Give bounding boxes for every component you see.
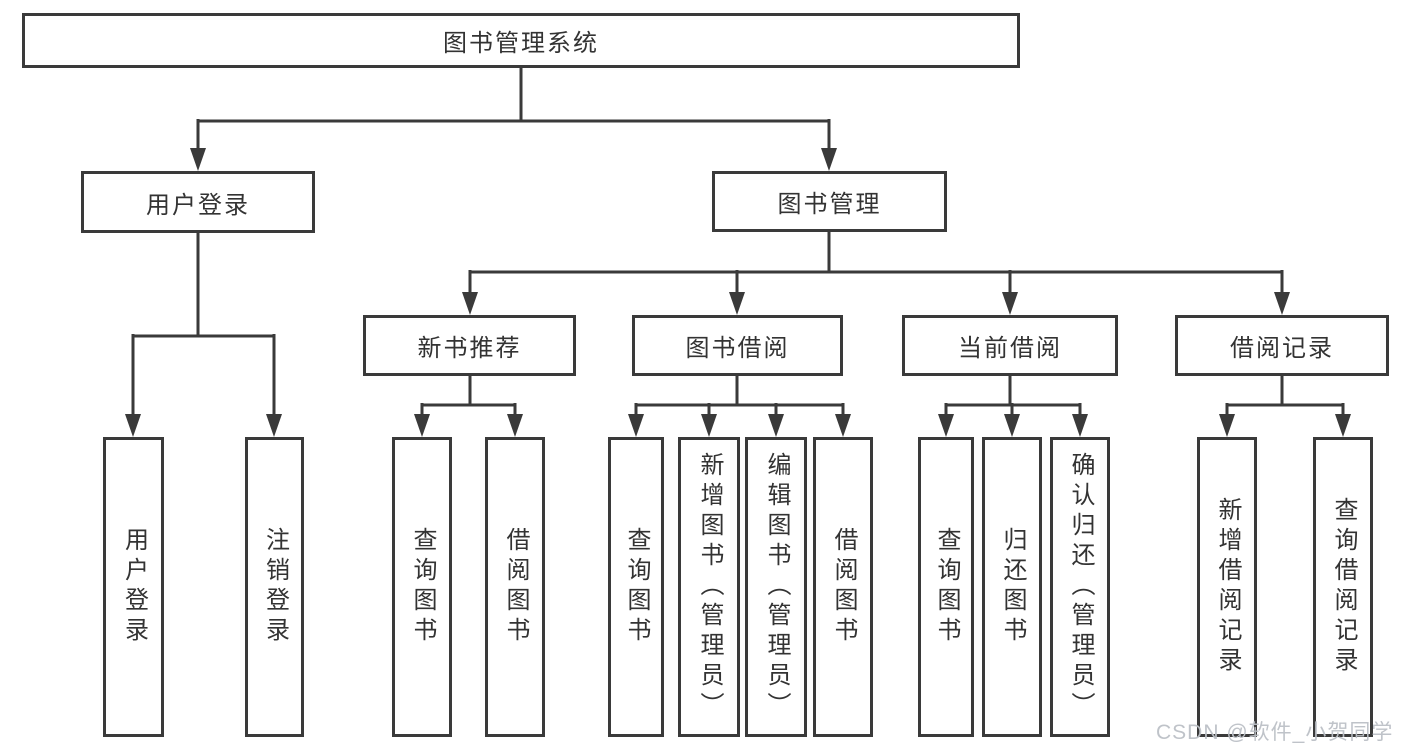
node-new-book-recommend: 新书推荐 — [363, 315, 576, 376]
leaf-borrow-book: 借阅图书 — [813, 437, 873, 737]
node-library-system-label: 图书管理系统 — [443, 30, 599, 57]
leaf-query-book-borrow: 查询图书 — [608, 437, 664, 737]
leaf-borrow-book-recommend-label: 借阅图书 — [502, 527, 529, 647]
node-book-management: 图书管理 — [712, 171, 947, 232]
connector-book-mgmt-to-level3 — [462, 232, 1290, 315]
leaf-query-borrow-record: 查询借阅记录 — [1313, 437, 1373, 737]
leaf-add-book-admin-label: 新增图书（管理员） — [696, 452, 723, 722]
leaf-add-book-admin: 新增图书（管理员） — [678, 437, 740, 737]
leaf-query-book-recommend: 查询图书 — [392, 437, 452, 737]
leaf-borrow-book-label: 借阅图书 — [830, 527, 857, 647]
leaf-borrow-book-recommend: 借阅图书 — [485, 437, 545, 737]
leaf-add-borrow-record-label: 新增借阅记录 — [1214, 497, 1241, 677]
node-borrow-record: 借阅记录 — [1175, 315, 1389, 376]
node-borrow-record-label: 借阅记录 — [1230, 335, 1334, 362]
node-book-borrow-label: 图书借阅 — [685, 335, 790, 362]
leaf-confirm-return-admin: 确认归还（管理员） — [1050, 437, 1110, 737]
node-user-login-label: 用户登录 — [146, 191, 250, 219]
node-book-management-label: 图书管理 — [777, 191, 882, 218]
node-book-borrow: 图书借阅 — [632, 315, 843, 376]
connector-user-login-branch — [125, 233, 282, 437]
leaf-edit-book-admin: 编辑图书（管理员） — [745, 437, 807, 737]
node-current-borrow: 当前借阅 — [902, 315, 1118, 376]
leaf-logout: 注销登录 — [245, 437, 304, 737]
leaf-return-book: 归还图书 — [982, 437, 1042, 737]
node-library-system: 图书管理系统 — [22, 13, 1020, 68]
leaf-user-login-label: 用户登录 — [120, 527, 148, 647]
connector-new-book-branch — [414, 376, 523, 437]
node-user-login: 用户登录 — [81, 171, 315, 233]
leaf-query-book-current-label: 查询图书 — [933, 527, 960, 647]
leaf-query-borrow-record-label: 查询借阅记录 — [1330, 497, 1357, 677]
leaf-query-book-borrow-label: 查询图书 — [623, 527, 650, 647]
leaf-return-book-label: 归还图书 — [999, 527, 1026, 647]
connector-current-borrow-branch — [938, 376, 1088, 437]
connector-borrow-record-branch — [1219, 376, 1351, 437]
leaf-query-book-recommend-label: 查询图书 — [409, 527, 436, 647]
watermark: CSDN @软件_小贺同学 — [1156, 721, 1394, 744]
leaf-edit-book-admin-label: 编辑图书（管理员） — [763, 452, 790, 722]
node-current-borrow-label: 当前借阅 — [958, 335, 1062, 362]
connector-root-to-level2 — [190, 68, 837, 171]
leaf-add-borrow-record: 新增借阅记录 — [1197, 437, 1257, 737]
leaf-confirm-return-admin-label: 确认归还（管理员） — [1067, 452, 1094, 722]
leaf-logout-label: 注销登录 — [261, 527, 289, 647]
leaf-query-book-current: 查询图书 — [918, 437, 974, 737]
leaf-user-login: 用户登录 — [103, 437, 164, 737]
connector-book-borrow-branch — [628, 376, 851, 437]
node-new-book-recommend-label: 新书推荐 — [417, 335, 522, 362]
